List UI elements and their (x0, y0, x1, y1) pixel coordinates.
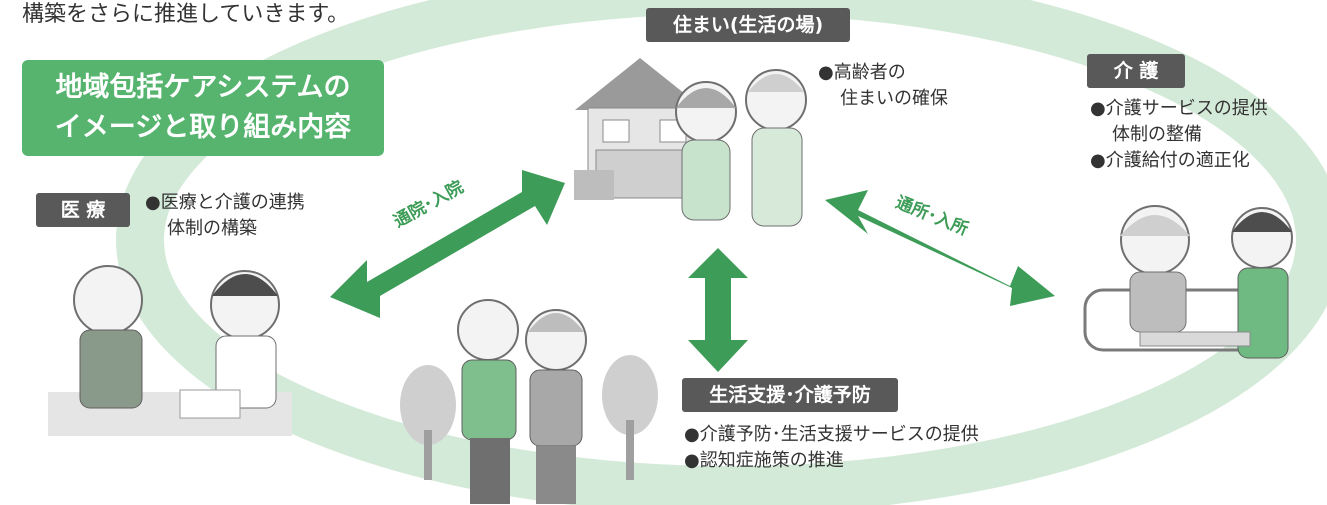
housing-label: 住まい(生活の場) (646, 8, 850, 42)
support-bullet-2: ●認知症施策の推進 (684, 450, 844, 471)
doctor-patient-illustration (48, 265, 292, 436)
medical-bullet-2: 体制の構築 (167, 218, 257, 239)
arrow-vertical (688, 248, 748, 372)
arrow-daycare-visit (825, 190, 1055, 306)
medical-label: 医 療 (36, 193, 130, 227)
house-illustration (574, 58, 705, 200)
care-bullets: ●介護サービスの提供 体制の整備 ●介護給付の適正化 (1090, 96, 1268, 174)
community-ring (116, 0, 1327, 505)
elderly-couple-illustration (675, 69, 807, 227)
arrow-hospital-visit (330, 170, 565, 318)
walking-couple-illustration (400, 299, 658, 504)
care-bullet-3: ●介護給付の適正化 (1090, 150, 1250, 171)
medical-bullets: ●医療と介護の連携 体制の構築 (145, 190, 305, 242)
title-box: 地域包括ケアシステムの イメージと取り組み内容 (22, 60, 384, 156)
intro-text: 構築をさらに推進していきます。 (22, 2, 350, 27)
housing-bullet-1: ●高齢者の (818, 62, 906, 83)
housing-bullet-2: 住まいの確保 (840, 88, 948, 109)
support-bullet-1: ●介護予防･生活支援サービスの提供 (684, 424, 979, 445)
title-line-2: イメージと取り組み内容 (54, 112, 352, 143)
support-label: 生活支援･介護予防 (682, 378, 898, 412)
title-line-1: 地域包括ケアシステムの (55, 72, 351, 103)
care-bullet-2: 体制の整備 (1112, 124, 1202, 145)
housing-bullets: ●高齢者の 住まいの確保 (818, 60, 948, 112)
support-bullets: ●介護予防･生活支援サービスの提供 ●認知症施策の推進 (684, 422, 979, 474)
medical-bullet-1: ●医療と介護の連携 (145, 192, 305, 213)
care-label: 介 護 (1087, 54, 1185, 88)
caregiver-illustration (1083, 205, 1293, 359)
care-bullet-1: ●介護サービスの提供 (1090, 98, 1268, 119)
